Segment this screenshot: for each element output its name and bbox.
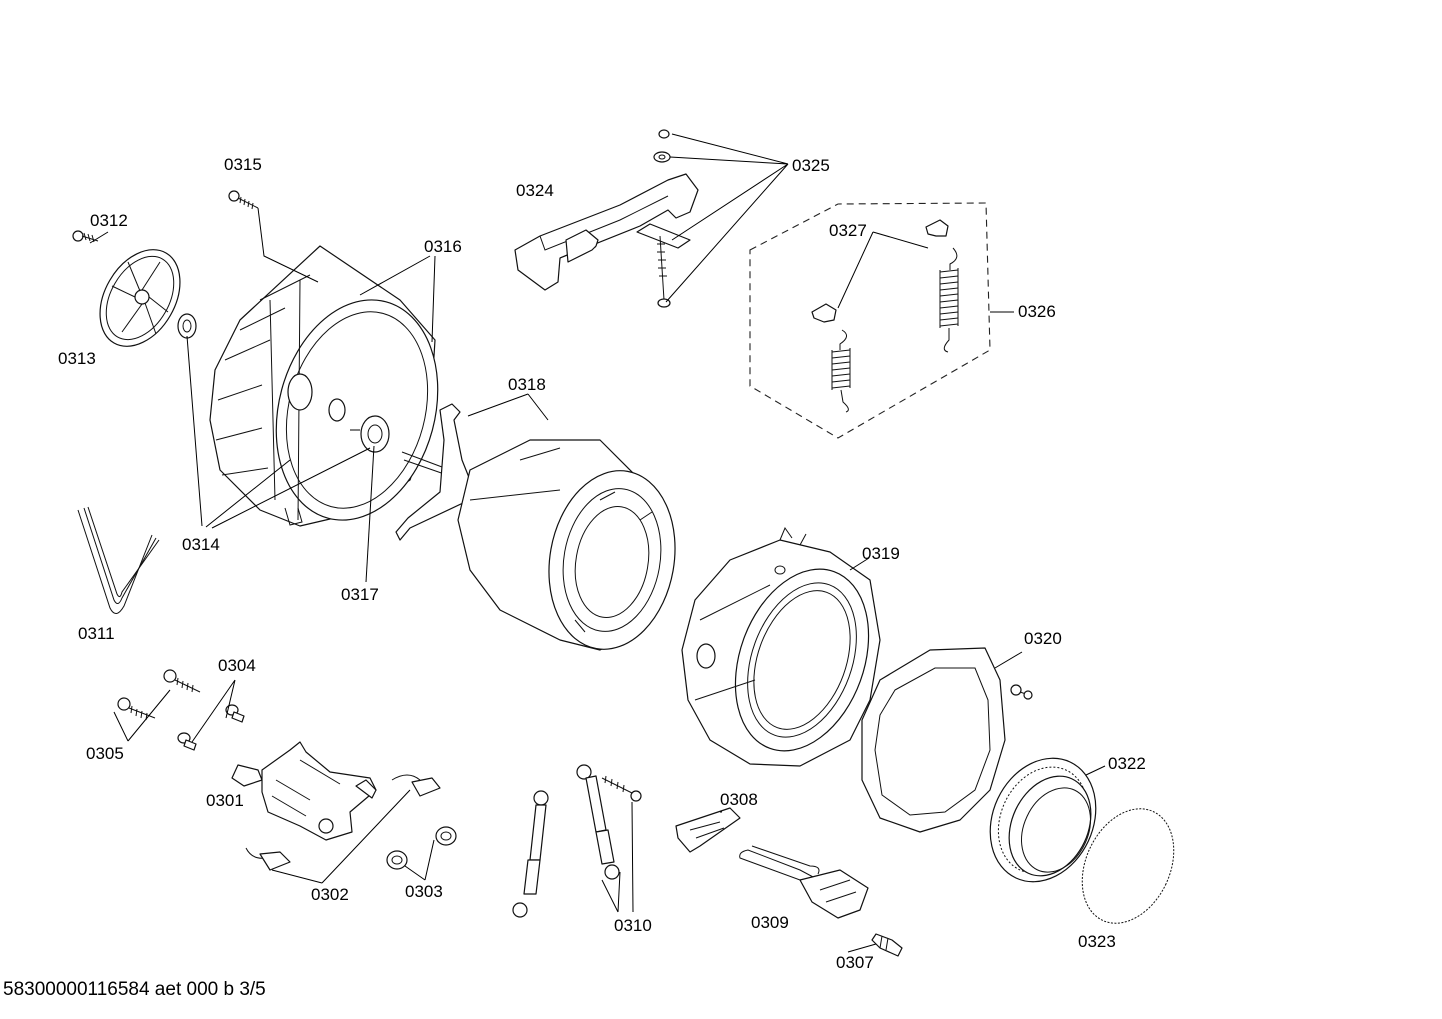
label-0310: 0310 (614, 916, 652, 935)
part-0303-bushing-upper (435, 826, 457, 846)
part-0323-clamp-ring (1081, 808, 1175, 924)
part-0327-clip-left (811, 303, 837, 323)
part-0302-cable-upper (391, 774, 441, 797)
label-0323: 0323 (1078, 932, 1116, 951)
part-0313-pulley (99, 249, 181, 347)
label-0308: 0308 (720, 790, 758, 809)
part-0325-nut (658, 129, 670, 139)
label-0301: 0301 (206, 791, 244, 810)
part-labels: 0312 0313 0315 0316 0314 0311 0317 0318 … (58, 155, 1146, 972)
part-0304-stud-lower (177, 732, 197, 751)
part-0305-screw-upper (163, 669, 201, 693)
label-0303: 0303 (405, 882, 443, 901)
part-0310-damper-right (576, 764, 620, 880)
label-0314: 0314 (182, 535, 220, 554)
label-0305: 0305 (86, 744, 124, 763)
label-0325: 0325 (792, 156, 830, 175)
part-0319-front-tub (681, 526, 881, 767)
label-0304: 0304 (218, 656, 256, 675)
label-0307: 0307 (836, 953, 874, 972)
label-0311: 0311 (78, 624, 115, 643)
part-0315-screw (228, 190, 259, 210)
group-0326-outline (749, 202, 991, 439)
part-0325-plate (636, 223, 691, 249)
part-0312-screw (72, 230, 99, 243)
part-0324-bracket (514, 173, 699, 291)
part-0325-washer (653, 151, 671, 163)
part-0309-heater (739, 845, 869, 919)
part-0310-damper-left (512, 790, 549, 918)
part-0302-cable-lower (245, 847, 291, 871)
label-0320: 0320 (1024, 629, 1062, 648)
part-0327-clip-right (925, 219, 949, 237)
part-0310-bolt (601, 775, 642, 802)
label-0316: 0316 (424, 237, 462, 256)
part-spring-left (831, 329, 851, 413)
part-0322-front-ring (989, 757, 1097, 883)
part-0301-motor (231, 741, 377, 841)
part-0307-sensor (871, 933, 903, 957)
part-0311-belt (77, 506, 160, 614)
label-0312: 0312 (90, 211, 128, 230)
part-0316-rear-tub (209, 245, 439, 527)
label-0313: 0313 (58, 349, 96, 368)
label-0317: 0317 (341, 585, 379, 604)
label-0319: 0319 (862, 544, 900, 563)
label-0326: 0326 (1018, 302, 1056, 321)
label-0309: 0309 (751, 913, 789, 932)
label-0322: 0322 (1108, 754, 1146, 773)
part-0308-bracket (675, 807, 741, 853)
label-0327: 0327 (829, 221, 867, 240)
leader-lines (89, 133, 1106, 953)
label-0315: 0315 (224, 155, 262, 174)
document-footer-id: 58300000116584 aet 000 b 3/5 (3, 979, 266, 1000)
part-0304-stud-upper (225, 704, 245, 723)
label-0318: 0318 (508, 375, 546, 394)
label-0302: 0302 (311, 885, 349, 904)
part-spring-right (939, 247, 959, 353)
label-0324: 0324 (516, 181, 554, 200)
part-0325-bolt (657, 235, 671, 308)
part-0318-drum-cross (395, 403, 481, 541)
part-0318-drum (457, 439, 676, 651)
part-0305-screw-lower (117, 697, 156, 721)
part-0320-screw (1010, 684, 1033, 700)
part-bushing (177, 313, 197, 339)
part-0303-bushing-lower (386, 850, 408, 870)
part-0320-seal-flange (861, 647, 1006, 833)
